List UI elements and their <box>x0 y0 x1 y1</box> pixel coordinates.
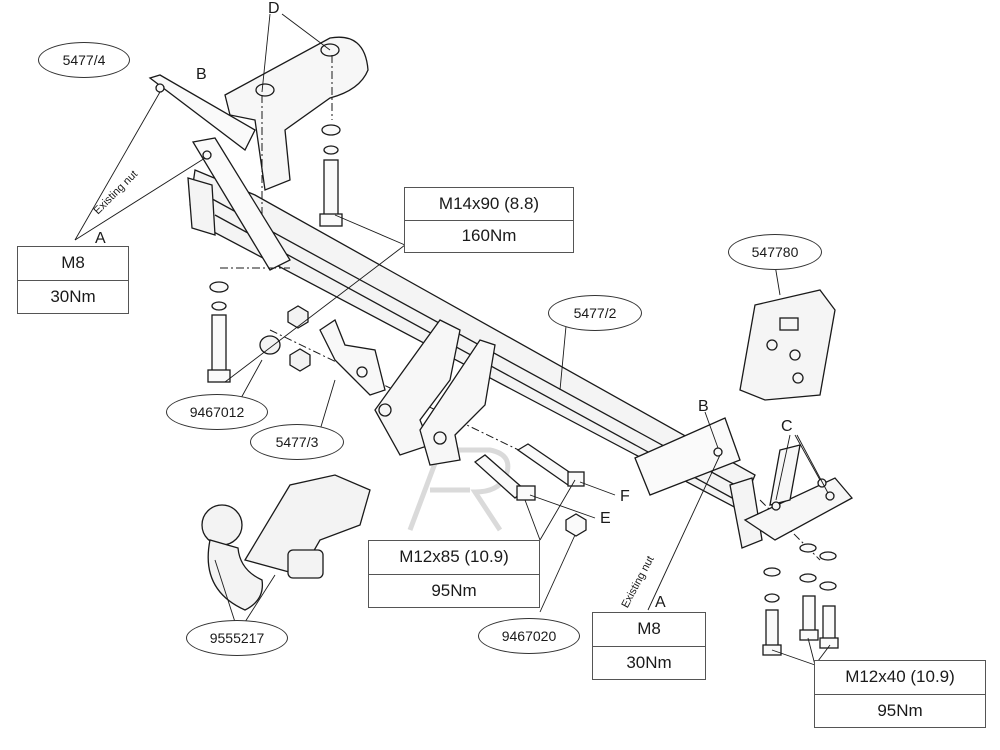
letter-e: E <box>600 510 611 527</box>
label-5477-3: 5477/3 <box>250 424 344 460</box>
spec-size: M12x85 (10.9) <box>369 541 539 575</box>
label-9555217: 9555217 <box>186 620 288 656</box>
letter-a-left: A <box>95 230 106 247</box>
bolts-m12x40 <box>762 543 839 656</box>
tow-ball-assembly <box>201 474 371 611</box>
letter-d: D <box>268 0 280 17</box>
letter-f: F <box>620 488 630 505</box>
bracket-left <box>148 74 291 271</box>
spec-size: M8 <box>593 613 705 647</box>
leader-lines <box>74 13 831 666</box>
spec-m14x90: M14x90 (8.8) 160Nm <box>404 187 574 253</box>
spec-size: M12x40 (10.9) <box>815 661 985 695</box>
nuts-group <box>259 305 311 372</box>
spec-torque: 30Nm <box>626 652 672 672</box>
letter-a-right: A <box>655 594 666 611</box>
spec-size: M14x90 (8.8) <box>405 188 573 221</box>
spec-m8-left: M8 30Nm <box>17 246 129 314</box>
spec-torque: 95Nm <box>431 580 477 600</box>
spec-m12x40: M12x40 (10.9) 95Nm <box>814 660 986 728</box>
label-5477-2: 5477/2 <box>548 295 642 331</box>
letter-c: C <box>781 418 793 435</box>
spec-m12x85: M12x85 (10.9) 95Nm <box>368 540 540 608</box>
mounting-plate-right <box>743 444 854 541</box>
label-9467020: 9467020 <box>478 618 580 654</box>
side-plate <box>319 319 386 396</box>
spec-torque: 160Nm <box>461 226 517 246</box>
instruction-card <box>739 289 836 401</box>
bolt-m14-left <box>207 281 231 383</box>
mounting-plate-top <box>224 36 369 191</box>
ball-mount-brackets <box>374 319 496 466</box>
bolt-m14-right <box>319 124 343 227</box>
spec-size: M8 <box>18 247 128 281</box>
letter-b-right: B <box>698 398 709 415</box>
letter-b-top: B <box>196 66 207 83</box>
spec-torque: 95Nm <box>877 700 923 720</box>
bolt-m12x85 <box>473 443 587 537</box>
label-9467012: 9467012 <box>166 394 268 430</box>
label-547780: 547780 <box>728 234 822 270</box>
label-5477-4: 5477/4 <box>38 42 130 78</box>
spec-m8-right: M8 30Nm <box>592 612 706 680</box>
spec-torque: 30Nm <box>50 286 96 306</box>
